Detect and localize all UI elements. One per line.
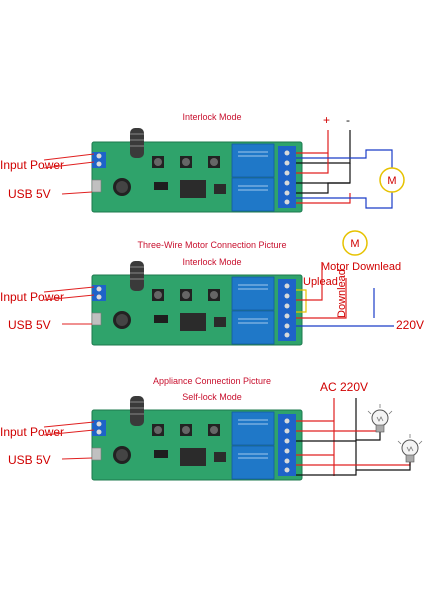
- panel1-board: [91, 127, 303, 213]
- panel3-caption-1: Appliance Connection Picture: [152, 376, 272, 386]
- panel2-input-power-label: Input Power: [0, 290, 65, 304]
- panel1-minus-sign: -: [346, 113, 350, 127]
- panel3-relay2-out: [296, 462, 411, 466]
- panel1-power-wire-1: [43, 153, 95, 161]
- panel1-motor-symbol: M: [387, 175, 396, 187]
- panel2-board: [91, 260, 303, 346]
- panel3-bulb-1-icon: [367, 403, 393, 433]
- panel2-uplead-wire: [296, 262, 323, 301]
- panel2-caption-2: Interlock Mode: [182, 257, 242, 267]
- panel1-crosslink-2: [296, 193, 351, 204]
- panel2-caption-1: Three-Wire Motor Connection Picture: [137, 240, 287, 250]
- panel2-usb-label: USB 5V: [8, 318, 51, 332]
- panel2-jumper: [296, 289, 307, 313]
- panel2-motor-symbol: M: [350, 238, 359, 250]
- panel1-plus-sign: +: [323, 113, 331, 127]
- panel1-power-wire-2: [43, 161, 95, 169]
- panel3-board: [91, 395, 303, 481]
- panel2-power-wire-1: [43, 286, 95, 293]
- panel3-caption-2: Self-lock Mode: [182, 392, 242, 402]
- panel1-input-power-label: Input Power: [0, 158, 65, 172]
- panel1-crosslink: [296, 182, 350, 194]
- panel1-usb-arrow: [61, 191, 93, 195]
- panel2-uplead-label: Uplead: [303, 276, 338, 288]
- panel3-usb-label: USB 5V: [8, 453, 51, 467]
- panel3-bulb1-return: [356, 430, 381, 441]
- panel2-motor-icon: [342, 230, 368, 256]
- panel3-power-wire-2: [43, 429, 95, 436]
- panel3-relay2-com: [296, 468, 357, 476]
- panel3-relay1-out: [296, 430, 381, 432]
- panel3-input-power-label: Input Power: [0, 425, 65, 439]
- panel2-motor-downlead-label: Motor Downlead: [321, 261, 402, 273]
- panel2-downlead-wire: [296, 278, 347, 319]
- panel2-power-wire-2: [43, 294, 95, 301]
- panel3-usb-arrow: [61, 457, 93, 460]
- panel1-usb-label: USB 5V: [8, 187, 51, 201]
- panel2-voltage-label: 220V: [396, 318, 424, 332]
- panel3-ac-label: AC 220V: [320, 380, 369, 394]
- panel3-power-wire-1: [43, 421, 95, 428]
- panel1-motor-icon: [379, 167, 405, 193]
- panel3-bulb2-return: [356, 462, 411, 471]
- panel1-motor-wire-a: [296, 149, 393, 168]
- panel1-caption: Interlock Mode: [182, 112, 242, 122]
- panel1-motor-wire-b: [296, 192, 393, 209]
- panel3-bulb-2-icon: [397, 433, 423, 463]
- panel1-plus-wire-2: [296, 153, 329, 174]
